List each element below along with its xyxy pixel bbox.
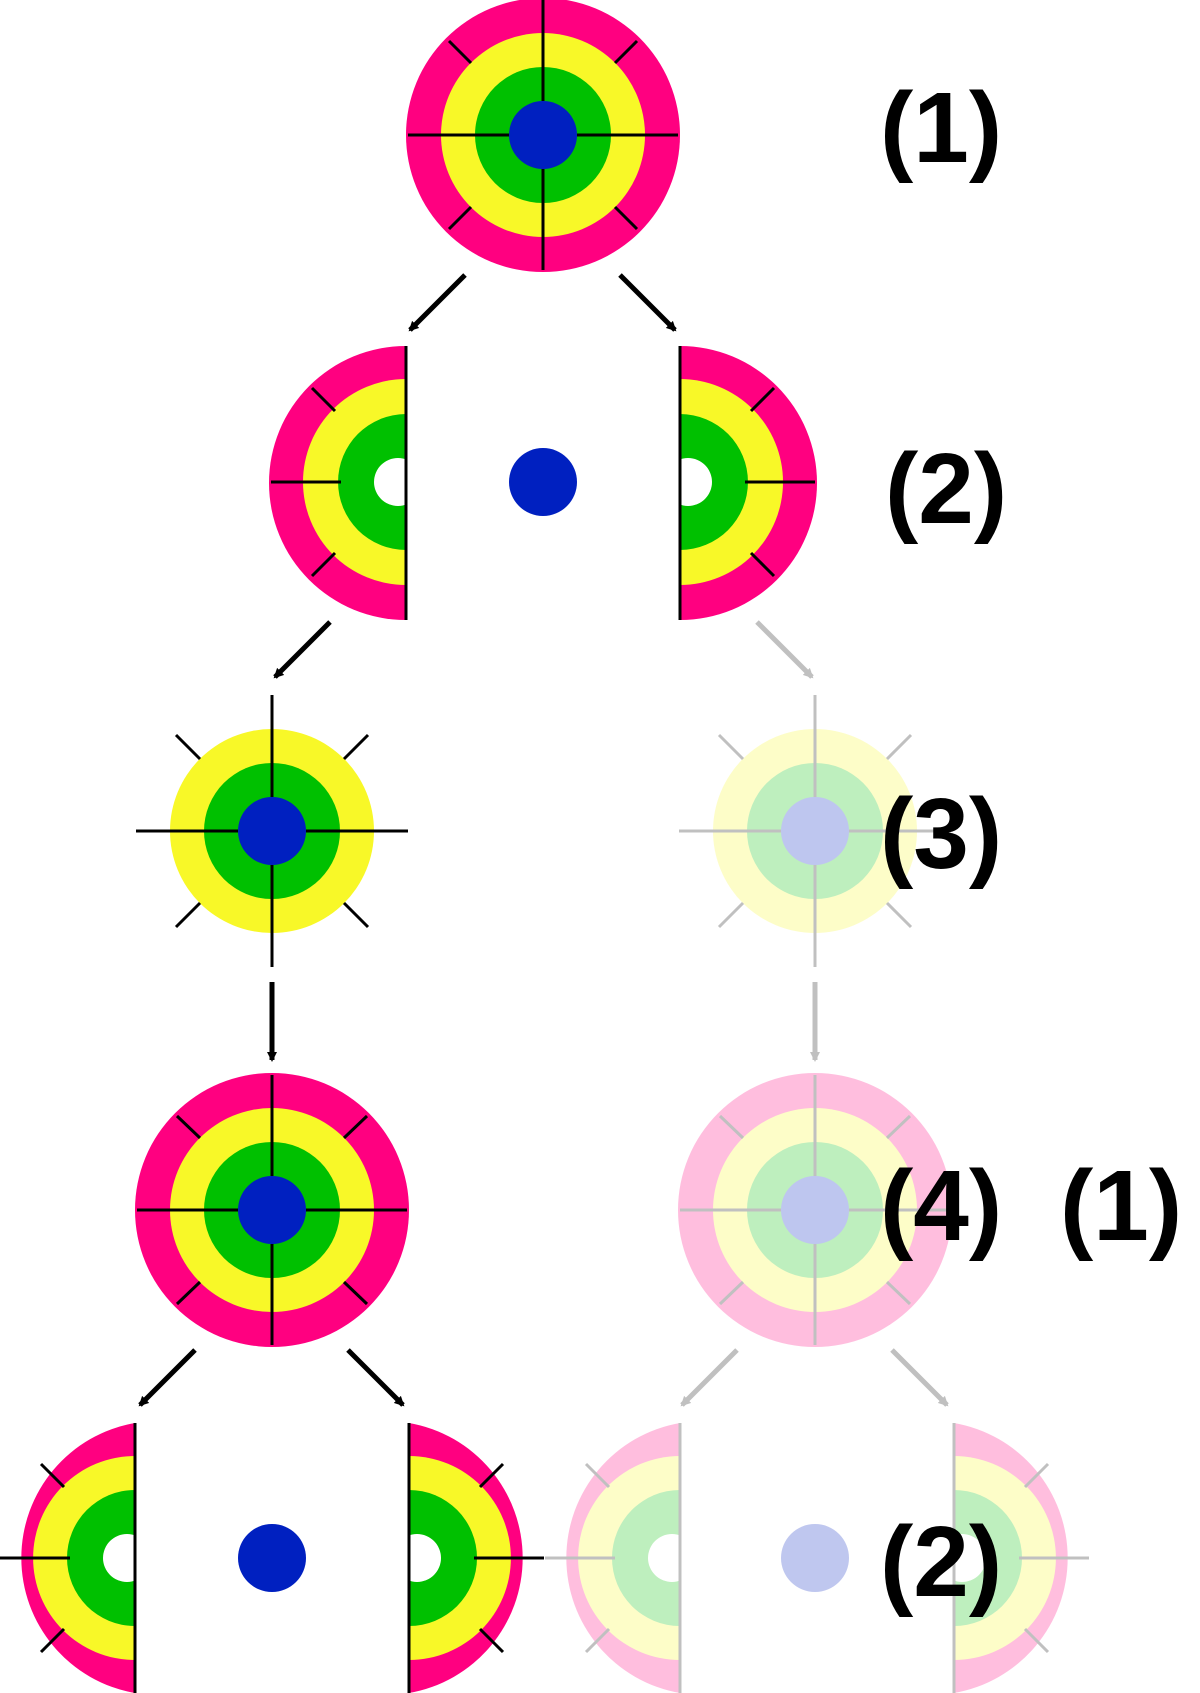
row2-right-half [664,346,817,620]
arrows-row4-left [138,1348,405,1407]
step-label-2: (2) [885,433,1007,545]
spokes [408,0,678,270]
arrow-row2-right-faded [755,620,814,679]
arrows-row1-row2 [408,273,677,332]
blue-core [509,101,577,169]
step-label-4-cycle-1: (1) [1060,1150,1182,1262]
row2-blue-core [509,448,577,516]
arrow-row2-left [273,620,332,679]
row5-left-pair-right-half [393,1423,544,1693]
step-label-5: (2) [880,1506,1002,1618]
row4-left-full-target [135,1073,409,1347]
row5-left-pair-left-half [0,1423,151,1693]
arrow-down-right [618,273,677,332]
arrows-row4-right-faded [680,1348,949,1407]
step-label-1: (1) [880,72,1002,184]
row5-right-pair-right-half-faded [938,1423,1089,1693]
row3-right-target-faded [679,695,951,967]
row1-full-target [406,0,680,272]
step-label-3: (3) [880,778,1002,890]
row5-right-pair-blue-core-faded [781,1524,849,1592]
row2-left-half [269,346,422,620]
step-label-4: (4) [880,1150,1002,1262]
arrow-down-left [408,273,467,332]
row3-left-target [136,695,408,967]
row5-right-pair-left-half-faded [545,1423,696,1693]
row5-left-pair-blue-core [238,1524,306,1592]
row4-right-full-target-faded [678,1073,952,1347]
